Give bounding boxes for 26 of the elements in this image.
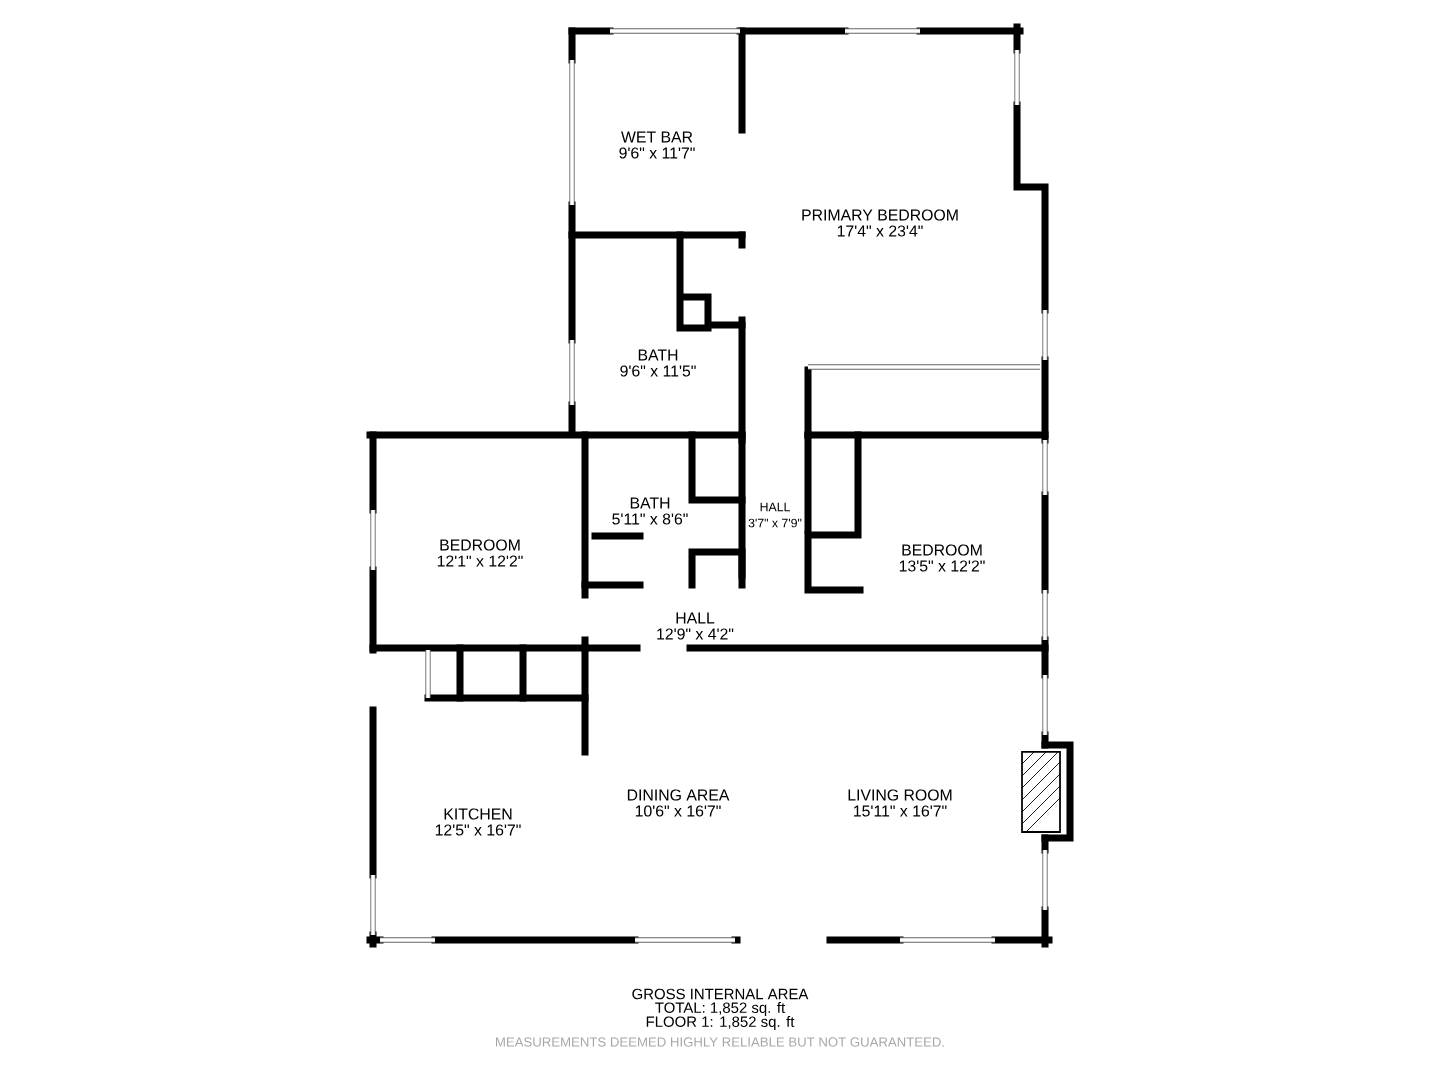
room-name: BEDROOM <box>902 544 982 556</box>
room-name: DINING AREA <box>627 789 730 801</box>
room-dimension: 17'4" x 23'4" <box>837 225 923 237</box>
room-name: LIVING ROOM <box>848 789 952 801</box>
room-dimension: 12'5" x 16'7" <box>435 824 521 836</box>
area-total: TOTAL: 1,852 sq. ft <box>655 1002 786 1016</box>
room-dimension: 5'11" x 8'6" <box>612 513 688 525</box>
disclaimer-note: MEASUREMENTS DEEMED HIGHLY RELIABLE BUT NOT GUARANTEED. <box>496 1037 944 1047</box>
room-dimension: 9'6" x 11'7" <box>619 147 695 159</box>
area-heading: GROSS INTERNAL AREA <box>632 988 809 1000</box>
room-name: BEDROOM <box>440 539 520 551</box>
room-name: PRIMARY BEDROOM <box>802 209 958 221</box>
room-name: BATH <box>638 349 678 361</box>
room-name: HALL <box>676 612 715 624</box>
area-floor: FLOOR 1: 1,852 sq. ft <box>646 1016 795 1030</box>
room-name: KITCHEN <box>444 808 512 820</box>
room-dimension: 3'7" x 7'9" <box>748 518 802 528</box>
room-dimension: 10'6" x 16'7" <box>635 805 721 817</box>
room-dimension: 12'1" x 12'2" <box>437 555 523 567</box>
room-dimension: 13'5" x 12'2" <box>899 560 985 572</box>
room-name: WET BAR <box>621 131 693 143</box>
room-name: BATH <box>630 497 670 509</box>
room-dimension: 12'9" x 4'2" <box>657 628 734 640</box>
room-name: HALL <box>760 502 790 512</box>
room-dimension: 15'11" x 16'7" <box>854 805 947 817</box>
room-dimension: 9'6" x 11'5" <box>620 365 696 377</box>
